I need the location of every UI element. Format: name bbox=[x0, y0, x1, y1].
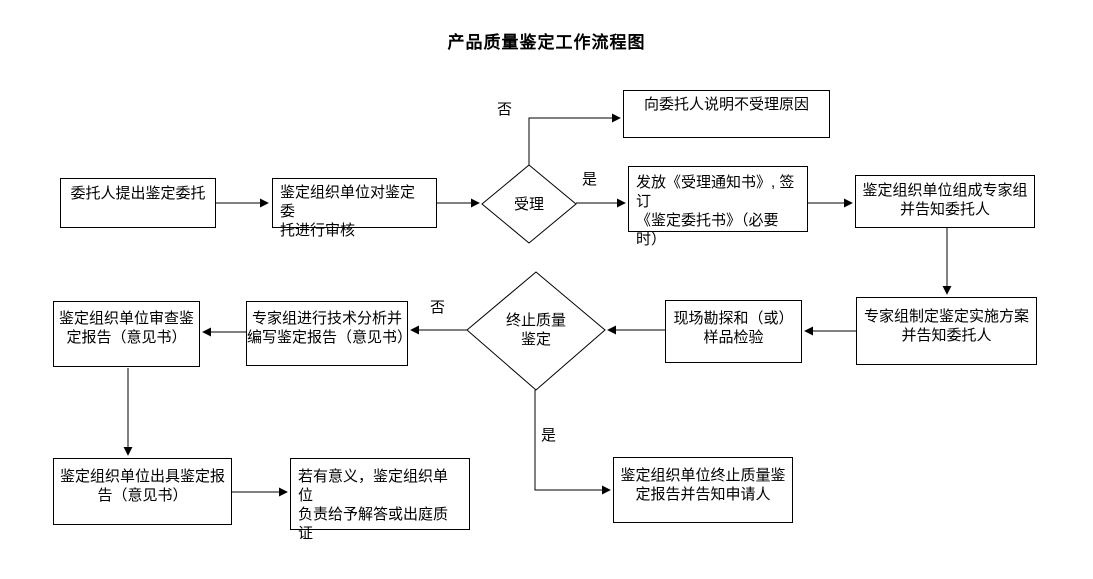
connector-accept-no-to-explain bbox=[528, 113, 621, 165]
node-submit-request: 委托人提出鉴定委托 bbox=[60, 178, 216, 228]
terminate-decision-diamond bbox=[466, 271, 606, 391]
node-tech-analysis: 专家组进行技术分析并 编写鉴定报告（意见书） bbox=[246, 301, 412, 366]
node-review-request: 鉴定组织单位对鉴定委 托进行审核 bbox=[272, 178, 437, 239]
node-court-support: 若有意义，鉴定组织单位 负责给予解答或出庭质证 bbox=[290, 458, 470, 542]
node-site-survey: 现场勘探和（或） 样品检验 bbox=[665, 300, 802, 363]
accept-no-label: 否 bbox=[496, 101, 514, 119]
accept-decision-label: 受理 bbox=[513, 196, 544, 213]
node-form-expert-group: 鉴定组织单位组成专家组 并告知委托人 bbox=[855, 175, 1035, 228]
page-title: 产品质量鉴定工作流程图 bbox=[447, 33, 646, 52]
terminate-decision-label: 终止质量 鉴定 bbox=[505, 312, 566, 348]
node-explain-rejection: 向委托人说明不受理原因 bbox=[623, 90, 830, 138]
node-issue-notice: 发放《受理通知书》, 签订 《鉴定委托书》（必要时） bbox=[628, 166, 808, 248]
node-make-plan: 专家组制定鉴定实施方案 并告知委托人 bbox=[856, 297, 1037, 365]
terminate-yes-label: 是 bbox=[540, 427, 558, 445]
accept-decision-diamond bbox=[481, 164, 577, 244]
node-terminate-report: 鉴定组织单位终止质量鉴 定报告并告知申请人 bbox=[613, 457, 793, 523]
node-issue-report: 鉴定组织单位出具鉴定报 告（意见书） bbox=[53, 458, 232, 525]
accept-yes-label: 是 bbox=[581, 171, 599, 189]
terminate-no-label: 否 bbox=[429, 299, 447, 317]
connector-terminate-yes-to-terminatereport bbox=[534, 390, 611, 495]
node-review-report: 鉴定组织单位审查鉴 定报告（意见书） bbox=[53, 301, 200, 367]
